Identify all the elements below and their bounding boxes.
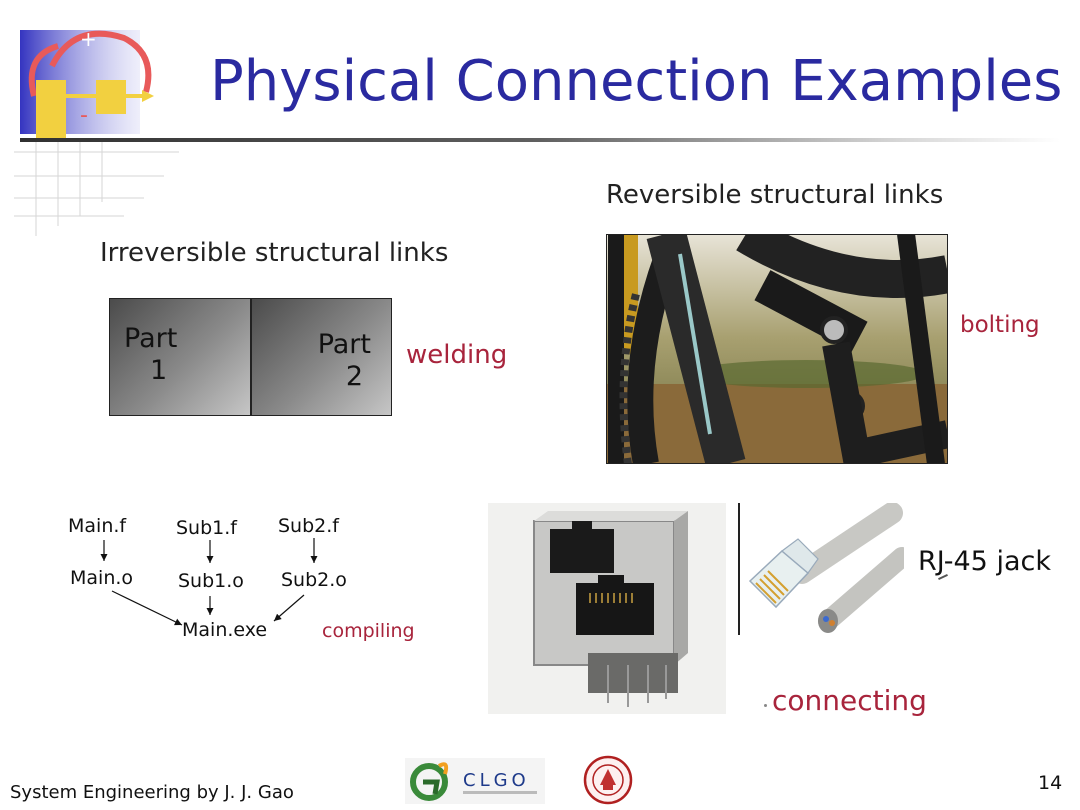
source-main-f: Main.f — [68, 515, 127, 537]
rj45-jack-label: RJ-45 jack — [918, 546, 1051, 577]
compile-arrows — [100, 538, 318, 626]
corner-cycle-logo: + - — [14, 27, 179, 236]
photo-divider — [738, 503, 740, 635]
part-1-block: Part 1 — [109, 298, 251, 416]
object-sub2-o: Sub2.o — [281, 569, 347, 591]
part-2-block: Part 2 — [251, 298, 392, 416]
page-title: Physical Connection Examples — [210, 49, 1063, 114]
source-sub1-f: Sub1.f — [176, 517, 237, 539]
part-2-number: 2 — [345, 361, 363, 392]
executable-main-exe: Main.exe — [182, 619, 268, 641]
title-divider — [20, 138, 1060, 142]
object-main-o: Main.o — [70, 567, 134, 589]
welding-label: welding — [406, 340, 508, 370]
svg-text:CLGO: CLGO — [463, 770, 530, 791]
svg-text:-: - — [80, 103, 88, 128]
source-sub2-f: Sub2.f — [278, 515, 339, 537]
part-1-label: Part — [124, 323, 178, 354]
rj45-jack-photo — [488, 503, 726, 714]
compiling-label: compiling — [322, 620, 415, 642]
bullet-dot — [764, 704, 767, 707]
footer-credit: System Engineering by J. J. Gao — [10, 782, 294, 803]
university-emblem — [583, 755, 633, 805]
part-2-label: Part — [317, 329, 371, 360]
irreversible-heading: Irreversible structural links — [100, 238, 449, 268]
rj45-cable-photo — [742, 503, 904, 635]
bike-suspension-photo — [606, 234, 948, 464]
bolting-label: bolting — [960, 312, 1040, 338]
svg-text:+: + — [80, 27, 97, 51]
page-number: 14 — [1038, 772, 1063, 794]
connecting-label: connecting — [772, 684, 927, 717]
object-sub1-o: Sub1.o — [178, 570, 244, 592]
reversible-heading: Reversible structural links — [606, 180, 944, 210]
clgo-logo: CLGO — [405, 758, 545, 804]
part-1-number: 1 — [150, 355, 168, 386]
compile-flow-diagram: Main.f Sub1.f Sub2.f Main.o Sub1.o Sub2.… — [60, 505, 360, 655]
